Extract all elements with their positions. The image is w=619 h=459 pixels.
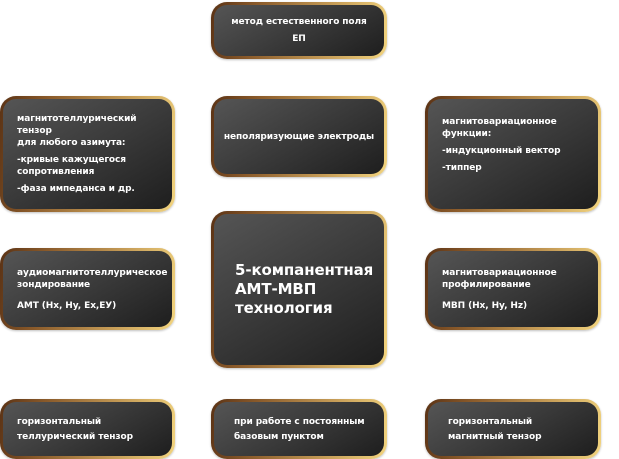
technology-title-line3: технология bbox=[235, 299, 333, 317]
mt-tensor-item1-line1: -кривые кажущегося bbox=[17, 155, 126, 165]
mvp-title-line2: профилирование bbox=[442, 279, 531, 290]
mvp-title-line1: магнитовариационное bbox=[442, 267, 557, 278]
mv-functions-title-line1: магнитовариационное bbox=[442, 117, 557, 127]
mt-tensor-item2: -фаза импеданса и др. bbox=[17, 184, 135, 194]
mvp-profiling-box: магнитовариационное профилирование МВП (… bbox=[425, 248, 601, 330]
amt-mvp-technology-box: 5-компанентная АМТ-МВП технология bbox=[211, 211, 387, 368]
mv-functions-title-line2: функции: bbox=[442, 129, 492, 139]
amt-components: АМТ (Hx, Hy, Ex,EУ) bbox=[17, 300, 117, 311]
natural-field-method-label: метод естественного поля bbox=[231, 17, 367, 27]
mv-functions-box: магнитовариационное функции: -индукционн… bbox=[425, 96, 601, 212]
magnetic-tensor-line1: горизонтальный bbox=[448, 416, 533, 427]
amt-title-line2: зондирование bbox=[17, 279, 91, 290]
base-point-box: при работе с постоянным базовым пунктом bbox=[211, 399, 387, 459]
mvp-components: МВП (Hx, Hy, Hz) bbox=[442, 300, 528, 311]
mv-functions-item1: -индукционный вектор bbox=[442, 146, 561, 156]
natural-field-method-box: метод естественного поля ЕП bbox=[211, 2, 387, 59]
mt-tensor-box: магнитотеллурический тензор для любого а… bbox=[0, 96, 175, 212]
telluric-tensor-box: горизонтальный теллурический тензор bbox=[0, 399, 175, 459]
magnetic-tensor-line2: магнитный тензор bbox=[448, 431, 542, 442]
telluric-tensor-line2: теллурический тензор bbox=[17, 431, 133, 442]
mv-functions-item2: -типпер bbox=[442, 163, 482, 173]
electrodes-box: неполяризующие электроды bbox=[211, 96, 387, 177]
technology-title-line1: 5-компанентная bbox=[235, 261, 374, 279]
mt-tensor-title-line1: магнитотеллурический тензор bbox=[17, 114, 137, 136]
telluric-tensor-line1: горизонтальный bbox=[17, 416, 102, 427]
mt-tensor-title-line2: для любого азимута: bbox=[17, 138, 126, 148]
amt-title-line1: аудиомагнитотеллурическое bbox=[17, 267, 168, 278]
base-point-line1: при работе с постоянным bbox=[234, 416, 365, 427]
electrodes-label: неполяризующие электроды bbox=[223, 131, 375, 142]
mt-tensor-item1-line2: сопротивления bbox=[17, 167, 95, 177]
technology-title-line2: АМТ-МВП bbox=[235, 280, 317, 298]
amt-sounding-box: аудиомагнитотеллурическое зондирование А… bbox=[0, 248, 175, 330]
natural-field-method-abbr: ЕП bbox=[292, 34, 306, 44]
magnetic-tensor-box: горизонтальный магнитный тензор bbox=[425, 399, 601, 459]
base-point-line2: базовым пунктом bbox=[234, 431, 324, 442]
